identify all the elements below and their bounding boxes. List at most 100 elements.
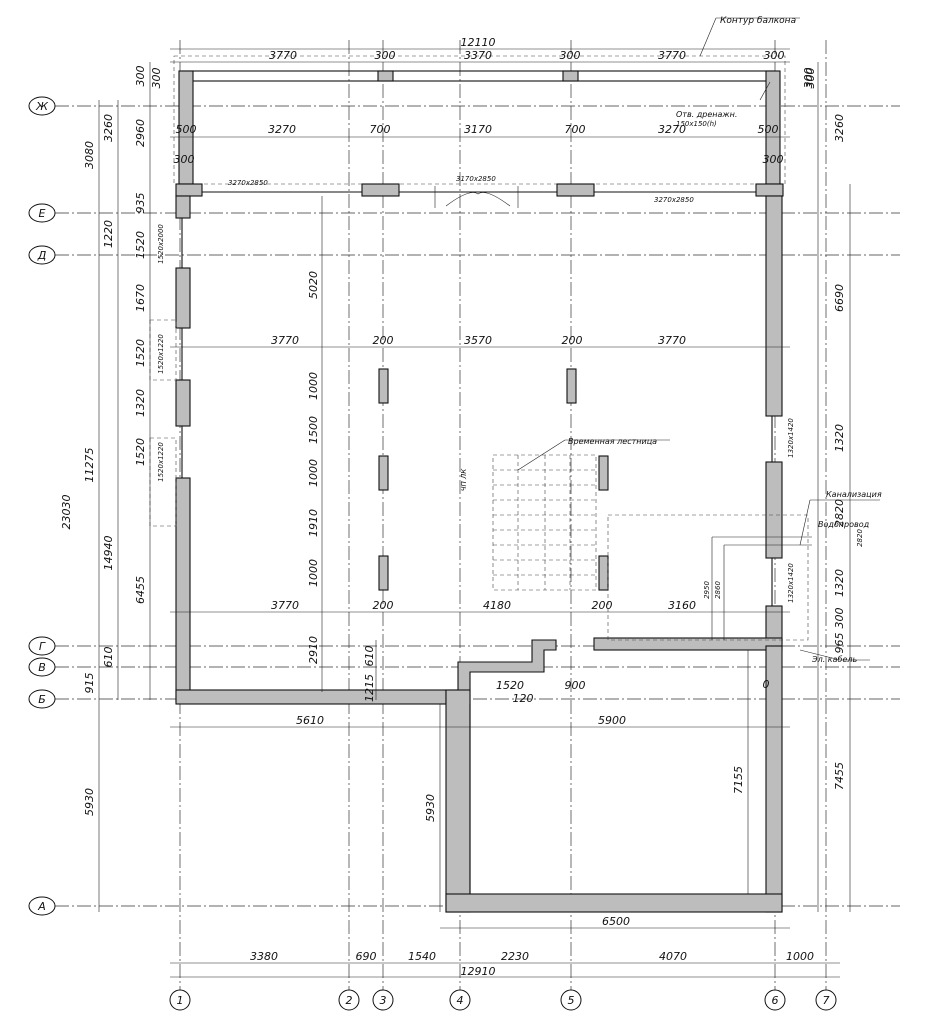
dim-col-1910: 1910 (307, 509, 320, 537)
dim-low-1: 3770 (271, 599, 299, 612)
dim-top-span-4: 300 (560, 49, 581, 62)
axis-label-zh: Ж (35, 100, 49, 113)
dim-mid-4: 200 (562, 334, 583, 347)
label-opening-mid: 3170x2850 (456, 175, 496, 183)
dim-top-span-1: 3770 (269, 49, 297, 62)
dim-low-2: 200 (373, 599, 394, 612)
dim-top-span-6: 300 (764, 49, 785, 62)
column-axis-markers: 1 2 3 4 5 6 7 (169, 989, 837, 1011)
dim-row2-4: 3170 (464, 123, 492, 136)
dim-row56-2: 5900 (598, 714, 626, 727)
axis-label-6: 6 (772, 994, 779, 1007)
dim-right-965: 965 (833, 633, 846, 654)
dim-left-1220: 1220 (102, 220, 115, 248)
dim-inner-1520b: 1520 (134, 339, 147, 367)
dim-mid-1: 3770 (271, 334, 299, 347)
dim-row2-7: 500 (758, 123, 779, 136)
dim-inner-1520a: 1520 (134, 231, 147, 259)
temporary-stairs (492, 439, 670, 591)
dim-col-1000a: 1000 (307, 372, 320, 400)
label-opening-left: 3270x2850 (228, 179, 268, 187)
axis-label-5: 5 (568, 994, 575, 1007)
dim-right-7455: 7455 (833, 762, 846, 790)
dim-row2-5: 700 (565, 123, 586, 136)
dim-balcony-right: 300 (763, 153, 784, 166)
dim-top-end-left: 300 (150, 68, 163, 89)
utilities (607, 81, 880, 661)
label-drainage-size: 150x150(h) (676, 120, 717, 128)
label-opening-right: 3270x2850 (654, 196, 694, 204)
axis-label-4: 4 (457, 994, 464, 1007)
label-window-r2: 1320x1420 (787, 563, 795, 603)
label-window-r1: 1320x1420 (787, 418, 795, 458)
dim-inner-300: 300 (134, 66, 147, 87)
dim-left-11275: 11275 (83, 448, 96, 483)
dim-low-5: 3160 (668, 599, 696, 612)
dim-low-3: 4180 (483, 599, 511, 612)
dim-bottom-5: 4070 (659, 950, 687, 963)
dim-mid-3: 3570 (464, 334, 492, 347)
dim-low-4: 200 (592, 599, 613, 612)
dim-left-14940: 14940 (102, 536, 115, 571)
walls (149, 183, 784, 913)
balcony (173, 17, 800, 185)
dim-bottom-6: 1000 (786, 950, 814, 963)
axis-label-g: Г (39, 640, 46, 653)
dim-misc-900: 900 (565, 679, 586, 692)
dim-bottom-1: 3380 (250, 950, 278, 963)
dim-top-span-5: 3770 (658, 49, 686, 62)
axis-label-3: 3 (380, 994, 387, 1007)
dim-col-1000b: 1000 (307, 459, 320, 487)
label-window-1: 1520x2000 (157, 224, 165, 264)
dim-inner-935: 935 (134, 193, 147, 214)
dim-top-end-right: 300 (804, 68, 817, 89)
dim-right-300b: 300 (833, 608, 846, 629)
dim-left-3260: 3260 (102, 114, 115, 142)
dim-misc-1520: 1520 (496, 679, 524, 692)
columns (378, 368, 609, 591)
row-axis-markers: Ж Е Д Г В Б А (28, 96, 56, 916)
label-window-2: 1520x1220 (157, 334, 165, 374)
label-small-mark: 2820 (856, 529, 864, 547)
dim-bottom-3: 1540 (408, 950, 436, 963)
axis-label-d: Д (37, 249, 47, 262)
dim-mid-5: 3770 (658, 334, 686, 347)
dim-misc-7155: 7155 (732, 766, 745, 794)
label-drainage: Отв. дренажн. (676, 110, 737, 119)
label-temp-stairs: Временная лестница (568, 437, 657, 446)
dim-right-6690: 6690 (833, 284, 846, 312)
dim-top-total: 12110 (461, 36, 496, 49)
dim-right-3260: 3260 (833, 114, 846, 142)
axis-label-2: 2 (346, 994, 353, 1007)
dim-misc-2950: 2950 (703, 581, 711, 599)
dim-row2-3: 700 (370, 123, 391, 136)
dim-top-span-3: 3370 (464, 49, 492, 62)
dim-col-2910: 2910 (307, 636, 320, 664)
dim-bottom-6500: 6500 (602, 915, 630, 928)
axis-label-a: А (37, 900, 46, 913)
axis-label-b: Б (38, 693, 46, 706)
dim-right-2820: 2820 (833, 499, 846, 527)
dim-misc-1215: 1215 (363, 674, 376, 702)
axis-label-1: 1 (177, 994, 184, 1007)
dim-bottom-4: 2230 (501, 950, 529, 963)
dim-inner-1670: 1670 (134, 284, 147, 312)
dim-inner-1520c: 1520 (134, 438, 147, 466)
dim-right-300a: 300 (802, 68, 815, 89)
dim-mid-2: 200 (373, 334, 394, 347)
dim-row56-1: 5610 (296, 714, 324, 727)
label-balcony-contour: Контур балкона (720, 16, 796, 26)
label-sewage: Канализация (826, 490, 882, 499)
dim-col-1000c: 1000 (307, 559, 320, 587)
axis-label-7: 7 (823, 994, 830, 1007)
dim-misc-610: 610 (363, 646, 376, 667)
label-window-3: 1520x1220 (157, 442, 165, 482)
dim-row2-6: 3270 (658, 123, 686, 136)
dim-bottom-total: 12910 (461, 965, 496, 978)
dim-left-610: 610 (102, 647, 115, 668)
dim-left-23030: 23030 (60, 495, 73, 530)
dimension-lines (98, 48, 851, 978)
dim-misc-2860: 2860 (714, 581, 722, 599)
dim-left-915: 915 (83, 673, 96, 694)
